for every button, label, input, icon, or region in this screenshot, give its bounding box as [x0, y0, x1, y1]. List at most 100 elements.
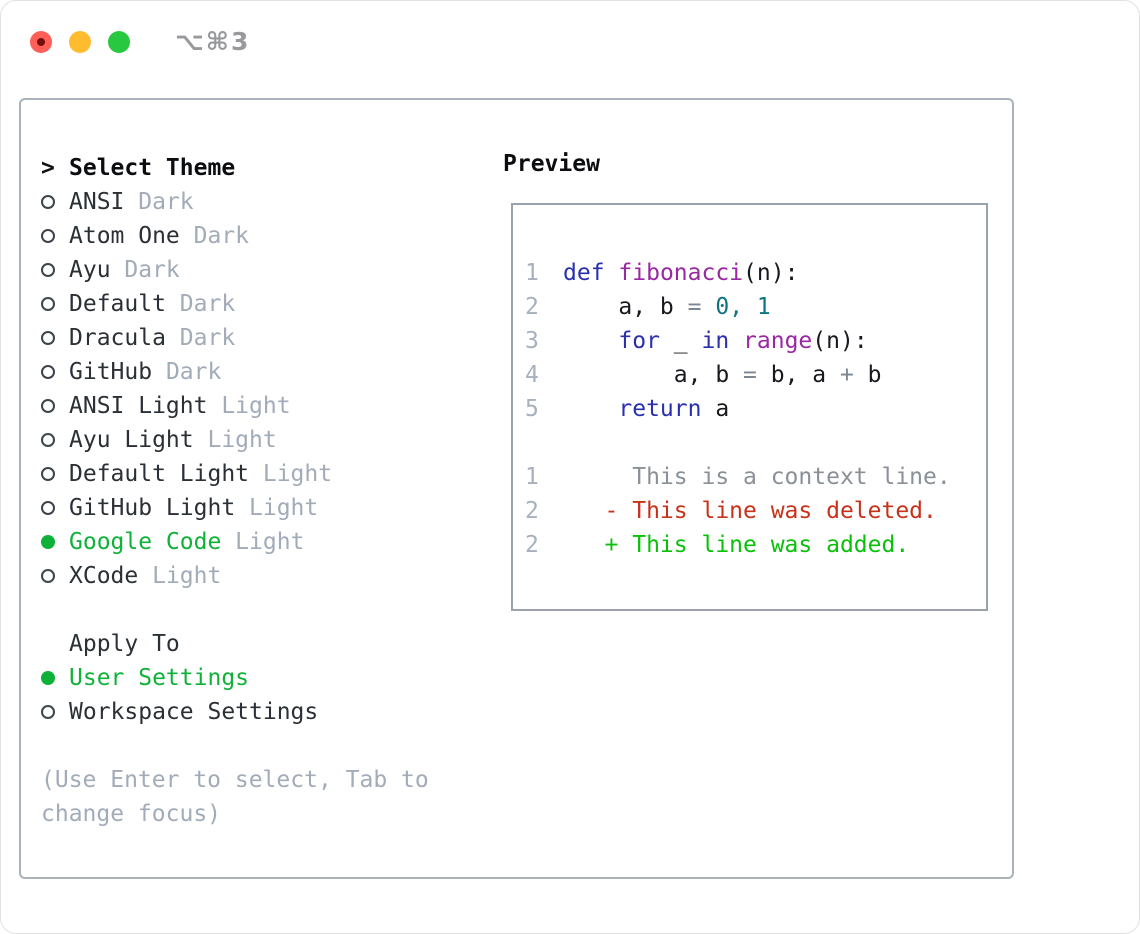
code-line-5: 5 return a — [525, 392, 951, 426]
radio-icon — [41, 569, 55, 583]
code-line-content: This is a context line. — [563, 464, 951, 490]
code-line-content: a, b = b, a + b — [563, 362, 882, 388]
theme-option-label: Ayu Light — [69, 427, 194, 453]
theme-variant-badge: Light — [235, 495, 319, 521]
radio-icon — [41, 467, 55, 481]
theme-variant-badge: Light — [221, 529, 305, 555]
titlebar: ⌥⌘3 — [30, 27, 250, 56]
code-line-7: 1 This is a context line. — [525, 460, 951, 494]
line-number: 2 — [525, 532, 539, 558]
apply-to-header: Apply To — [69, 631, 180, 657]
code-line-2: 2 a, b = 0, 1 — [525, 290, 951, 324]
code-line-content: + This line was added. — [563, 532, 910, 558]
theme-option-label: GitHub Light — [69, 495, 236, 521]
theme-variant-badge: Dark — [165, 291, 236, 317]
spacer — [41, 593, 429, 627]
theme-option-ansi-light-light[interactable]: ANSI Light Light — [41, 389, 429, 423]
theme-option-label: GitHub — [69, 359, 153, 385]
record-dot-icon — [37, 37, 45, 46]
code-line-4: 4 a, b = b, a + b — [525, 358, 951, 392]
radio-icon — [41, 705, 55, 719]
zoom-button[interactable] — [108, 30, 130, 53]
theme-variant-badge: Dark — [110, 257, 180, 283]
radio-icon — [41, 501, 55, 515]
radio-selected-icon — [41, 671, 55, 685]
code-line-content: def fibonacci(n): — [563, 260, 799, 286]
theme-variant-badge: Dark — [165, 325, 236, 351]
apply-option-label: User Settings — [69, 665, 250, 691]
apply-option-label: Workspace Settings — [69, 699, 319, 725]
theme-option-default-dark[interactable]: Default Dark — [41, 287, 429, 321]
theme-option-ayu-dark[interactable]: Ayu Dark — [41, 253, 429, 287]
radio-icon — [41, 433, 55, 447]
code-line-content: - This line was deleted. — [563, 498, 937, 524]
theme-option-google-code-light[interactable]: Google Code Light — [41, 525, 429, 559]
theme-option-label: Ayu — [69, 257, 111, 283]
theme-option-label: Dracula — [69, 325, 166, 351]
theme-variant-badge: Light — [193, 427, 277, 453]
theme-option-default-light-light[interactable]: Default Light Light — [41, 457, 429, 491]
radio-icon — [41, 399, 55, 413]
code-line-content: for _ in range(n): — [618, 328, 868, 354]
radio-icon — [41, 263, 55, 277]
theme-option-dracula-dark[interactable]: Dracula Dark — [41, 321, 429, 355]
line-number: 1 — [525, 464, 539, 490]
code-line-9: 2 + This line was added. — [525, 528, 951, 562]
preview-header: Preview — [503, 151, 600, 177]
line-number: 4 — [525, 362, 539, 388]
code-line-8: 2 - This line was deleted. — [525, 494, 951, 528]
radio-selected-icon — [41, 535, 55, 549]
theme-variant-badge: Dark — [152, 359, 222, 385]
apply-to-header-row: Apply To — [41, 627, 429, 661]
theme-option-label: Default Light — [69, 461, 250, 487]
window-title: ⌥⌘3 — [175, 27, 251, 56]
theme-option-label: Google Code — [69, 529, 222, 555]
theme-option-github-dark[interactable]: GitHub Dark — [41, 355, 429, 389]
theme-option-label: Default — [69, 291, 166, 317]
select-theme-header-row: > Select Theme — [41, 151, 429, 185]
code-line-content: return a — [618, 396, 730, 422]
cursor-icon: > — [41, 155, 55, 181]
radio-icon — [41, 195, 55, 209]
theme-option-atom-one-dark[interactable]: Atom One Dark — [41, 219, 429, 253]
theme-option-xcode-light[interactable]: XCode Light — [41, 559, 429, 593]
radio-icon — [41, 229, 55, 243]
theme-option-ansi-dark[interactable]: ANSI Dark — [41, 185, 429, 219]
code-line-content: a, b = 0, 1 — [563, 294, 771, 320]
theme-option-label: ANSI Light — [69, 393, 208, 419]
spacer — [41, 729, 429, 763]
theme-option-ayu-light-light[interactable]: Ayu Light Light — [41, 423, 429, 457]
radio-icon — [41, 331, 55, 345]
theme-variant-badge: Light — [249, 461, 333, 487]
apply-option-workspace-settings[interactable]: Workspace Settings — [41, 695, 429, 729]
line-number: 1 — [525, 260, 539, 286]
radio-icon — [41, 365, 55, 379]
code-line-3: 3 for _ in range(n): — [525, 324, 951, 358]
theme-option-label: ANSI — [69, 189, 125, 215]
theme-option-label: XCode — [69, 563, 139, 589]
apply-option-user-settings[interactable]: User Settings — [41, 661, 429, 695]
close-button[interactable] — [30, 30, 52, 53]
help-text-line-1: (Use Enter to select, Tab to — [41, 767, 429, 793]
line-number: 2 — [525, 294, 539, 320]
help-text-line-2: change focus) — [41, 801, 222, 827]
theme-variant-badge: Dark — [179, 223, 250, 249]
theme-variant-badge: Light — [207, 393, 291, 419]
theme-variant-badge: Light — [138, 563, 222, 589]
theme-option-label: Atom One — [69, 223, 180, 249]
theme-option-github-light-light[interactable]: GitHub Light Light — [41, 491, 429, 525]
line-number: 3 — [525, 328, 539, 354]
minimize-button[interactable] — [69, 30, 91, 53]
line-number: 5 — [525, 396, 539, 422]
select-theme-header: Select Theme — [69, 155, 236, 181]
code-line-1: 1 def fibonacci(n): — [525, 256, 951, 290]
code-line-6 — [525, 426, 951, 460]
radio-icon — [41, 297, 55, 311]
